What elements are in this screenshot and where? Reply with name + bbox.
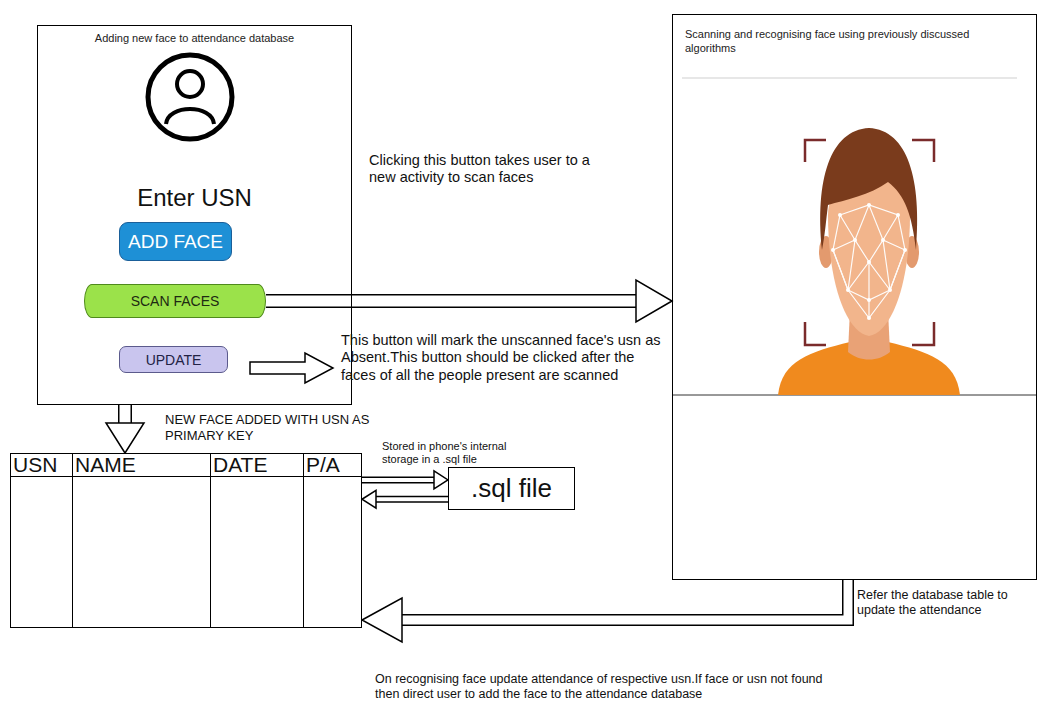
table-header: DATE — [211, 454, 303, 477]
arrow-fill — [120, 405, 131, 425]
arrow-head — [106, 423, 144, 453]
arrow-outline — [266, 294, 638, 308]
arrow-head — [362, 490, 376, 508]
arrow-fill — [266, 296, 638, 307]
phone-panel-text: Adding new face to attendance database — [38, 32, 351, 44]
table-header: P/A — [304, 454, 361, 477]
user-icon — [148, 55, 232, 139]
block-arrow — [362, 490, 448, 508]
arrow-outline — [118, 405, 132, 425]
phone-panel-text: Enter USN — [38, 184, 351, 212]
scan-panel-text: Scanning and recognising face using prev… — [685, 27, 985, 56]
table-header: NAME — [73, 454, 210, 477]
scan-panel: Scanning and recognising face using prev… — [672, 14, 1037, 580]
arrow-fill — [374, 497, 448, 501]
arrow-head — [434, 471, 448, 489]
add-face-button-text: ADD FACE — [128, 231, 223, 253]
arrow-outline — [400, 580, 848, 620]
arrow-head — [636, 280, 672, 322]
update-button-text: UPDATE — [146, 352, 202, 368]
table-header: USN — [11, 454, 72, 477]
note-text: NEW FACE ADDED WITH USN AS PRIMARY KEY — [165, 412, 410, 443]
phone-panel: Adding new face to attendance databaseEn… — [37, 25, 352, 405]
block-arrow — [106, 405, 144, 453]
note-text: This button will mark the unscanned face… — [341, 332, 666, 384]
sql-file-box-text: .sql file — [471, 473, 552, 504]
table-column: NAME — [73, 454, 211, 627]
sql-file-box: .sql file — [448, 467, 575, 510]
note-text: Refer the database table to update the a… — [857, 588, 1042, 618]
scan-faces-button: SCAN FACES — [84, 284, 266, 318]
table-column: USN — [11, 454, 73, 627]
note-text: Clicking this button takes user to a new… — [369, 152, 597, 187]
attendance-table: USNNAMEDATEP/A — [10, 453, 362, 628]
face-illustration — [778, 128, 960, 395]
arrow-outline — [362, 476, 436, 483]
note-text: Stored in phone's internal storage in a … — [382, 440, 532, 466]
block-arrow — [362, 580, 848, 642]
arrow-fill — [400, 580, 848, 620]
block-arrow — [362, 471, 448, 489]
add-face-button: ADD FACE — [119, 222, 232, 261]
arrow-head — [362, 598, 402, 642]
leader-arrow — [250, 353, 333, 383]
note-text: On recognising face update attendance of… — [375, 672, 845, 702]
rule-line — [682, 78, 1017, 79]
update-button: UPDATE — [119, 346, 228, 373]
block-arrow — [266, 280, 672, 322]
table-column: P/A — [304, 454, 361, 627]
scan-faces-button-text: SCAN FACES — [131, 293, 220, 309]
arrow-outline — [374, 496, 448, 503]
table-column: DATE — [211, 454, 304, 627]
arrow-fill — [362, 478, 436, 482]
